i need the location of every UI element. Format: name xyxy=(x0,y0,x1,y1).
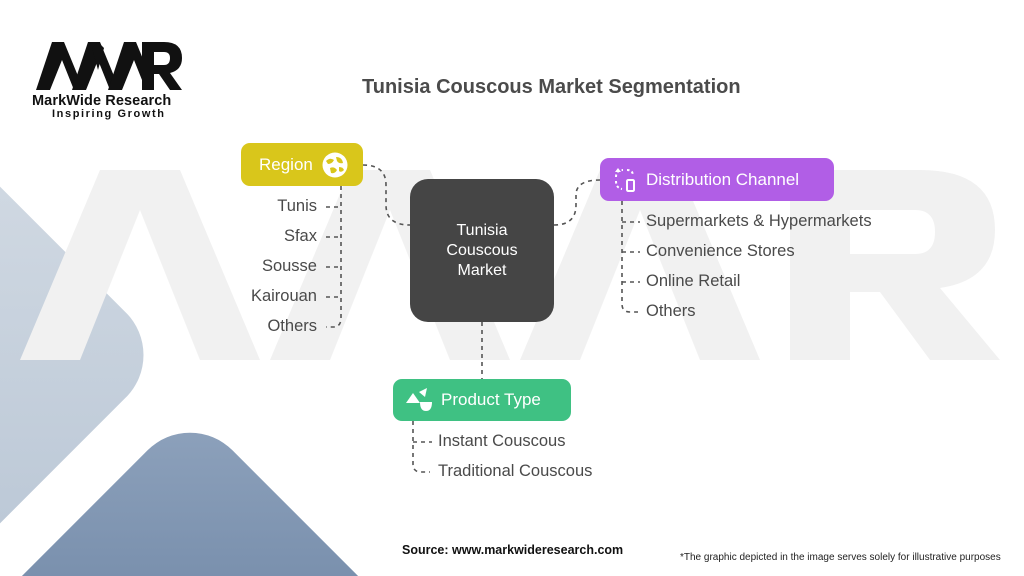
distribution-channel-label: Distribution Channel xyxy=(646,169,800,189)
distribution-item-online: Online Retail xyxy=(646,272,741,290)
segment-region[interactable]: Region xyxy=(241,143,363,186)
product-type-label: Product Type xyxy=(441,390,541,409)
region-item-kairouan: Kairouan xyxy=(250,287,317,305)
shapes-bowl-icon xyxy=(406,388,432,411)
region-item-tunis: Tunis xyxy=(277,197,317,215)
distribution-item-supermarkets: Supermarkets & Hypermarkets xyxy=(646,212,872,230)
region-item-others: Others xyxy=(267,317,317,335)
source-text: Source: www.markwideresearch.com xyxy=(402,543,624,557)
globe-icon xyxy=(322,152,348,177)
center-line-3: Market xyxy=(457,261,507,279)
brand-name: MarkWide Research xyxy=(32,93,172,109)
segment-distribution-channel[interactable]: Distribution Channel xyxy=(600,158,834,201)
disclaimer-text: *The graphic depicted in the image serve… xyxy=(680,552,1001,563)
product-item-instant: Instant Couscous xyxy=(438,432,566,450)
distribution-item-others: Others xyxy=(646,302,696,320)
brand-tagline: Inspiring Growth xyxy=(52,108,166,120)
center-line-2: Couscous xyxy=(446,241,518,259)
distribution-item-convenience: Convenience Stores xyxy=(646,242,795,260)
region-item-sousse: Sousse xyxy=(261,257,317,275)
page-title: Tunisia Couscous Market Segmentation xyxy=(362,76,741,98)
segment-product-type[interactable]: Product Type xyxy=(393,379,571,421)
center-line-1: Tunisia xyxy=(456,221,508,239)
region-label: Region xyxy=(259,154,313,174)
product-item-traditional: Traditional Couscous xyxy=(438,462,593,480)
region-item-sfax: Sfax xyxy=(283,227,317,245)
brand-logo: MarkWide Research Inspiring Growth xyxy=(32,40,192,120)
channel-device-icon xyxy=(615,167,635,192)
center-node-market[interactable]: Tunisia Couscous Market xyxy=(410,179,554,322)
mwr-logo-icon xyxy=(36,42,182,90)
